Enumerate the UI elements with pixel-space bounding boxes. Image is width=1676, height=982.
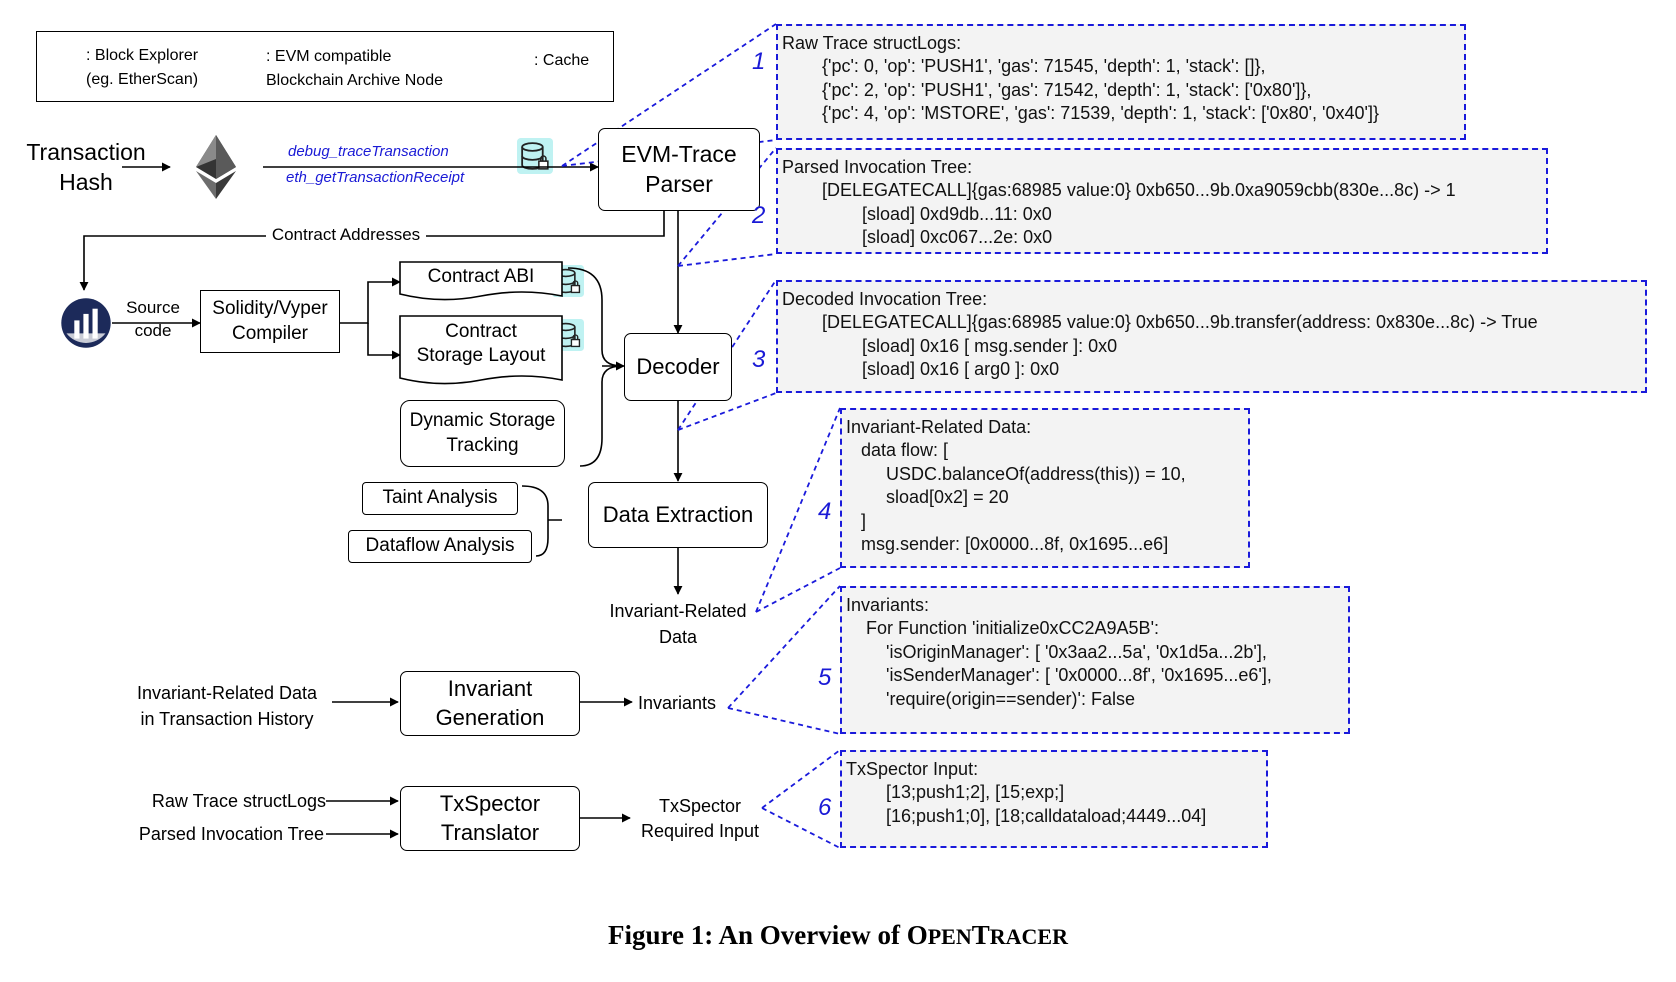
storage-layout-shape [399,315,563,385]
arrow-compiler-to-abi [340,277,401,324]
callout-4-bottom [755,567,841,613]
data-extraction-box: Data Extraction [588,482,768,548]
contract-abi-label: Contract ABI [427,266,535,287]
figure-caption: Figure 1: An Overview of OPENTRACER [608,920,1068,950]
legend-evm-node-1: : EVM compatible [266,48,392,65]
legend-evm-node-2: Blockchain Archive Node [266,72,443,89]
panel-invariants: Invariants: For Function 'initialize0xCC… [840,586,1350,734]
callout-1-top [561,23,777,167]
callout-6-top [761,749,841,809]
callout-number-2: 2 [752,202,766,229]
api-receipt-label: eth_getTransactionReceipt [286,169,465,186]
callout-2-bottom [677,253,777,267]
callout-number-6: 6 [818,794,832,821]
ethereum-node-icon [196,135,236,199]
dataflow-analysis-box: Dataflow Analysis [348,530,532,563]
raw-trace-input-label: Raw Trace structLogs [151,791,326,811]
taint-analysis-box: Taint Analysis [362,482,518,515]
trace-cache-icon [517,138,553,174]
callout-number-5: 5 [818,664,832,691]
panel-txspector-input: TxSpector Input: [13;push1;2], [15;exp;]… [840,750,1268,848]
callout-number-1: 1 [752,48,766,75]
contract-addresses-label: Contract Addresses [266,224,426,247]
contract-abi-shape [399,261,563,301]
invariants-label: Invariants [638,693,717,713]
api-trace-label: debug_traceTransaction [288,143,449,160]
callout-5-bottom [727,707,841,735]
panel-decoded-tree: Decoded Invocation Tree: [DELEGATECALL]{… [776,280,1647,393]
callout-4-top [755,407,841,613]
parsed-tree-input-label: Parsed Invocation Tree [138,824,324,844]
brace-analysis-inputs [521,485,562,557]
decoder-box: Decoder [624,333,732,401]
callout-number-3: 3 [752,346,766,373]
callout-5-top [727,585,841,709]
legend-cache: : Cache [534,52,590,69]
panel-raw-trace: Raw Trace structLogs: {'pc': 0, 'op': 'P… [776,24,1466,140]
brace-decoder-inputs [567,267,623,467]
callout-number-4: 4 [818,498,832,525]
legend-box [36,31,614,102]
legend-block-explorer: : Block Explorer [86,47,199,64]
callout-6-bottom [761,807,841,849]
callout-3-top [677,279,777,431]
block-explorer-source-icon [61,298,111,348]
panel-parsed-tree: Parsed Invocation Tree: [DELEGATECALL]{g… [776,148,1548,254]
panel-invariant-data: Invariant-Related Data: data flow: [ USD… [840,408,1250,568]
arrow-compiler-to-layout [367,323,401,360]
legend-block-explorer-example: (eg. EtherScan) [86,71,199,88]
